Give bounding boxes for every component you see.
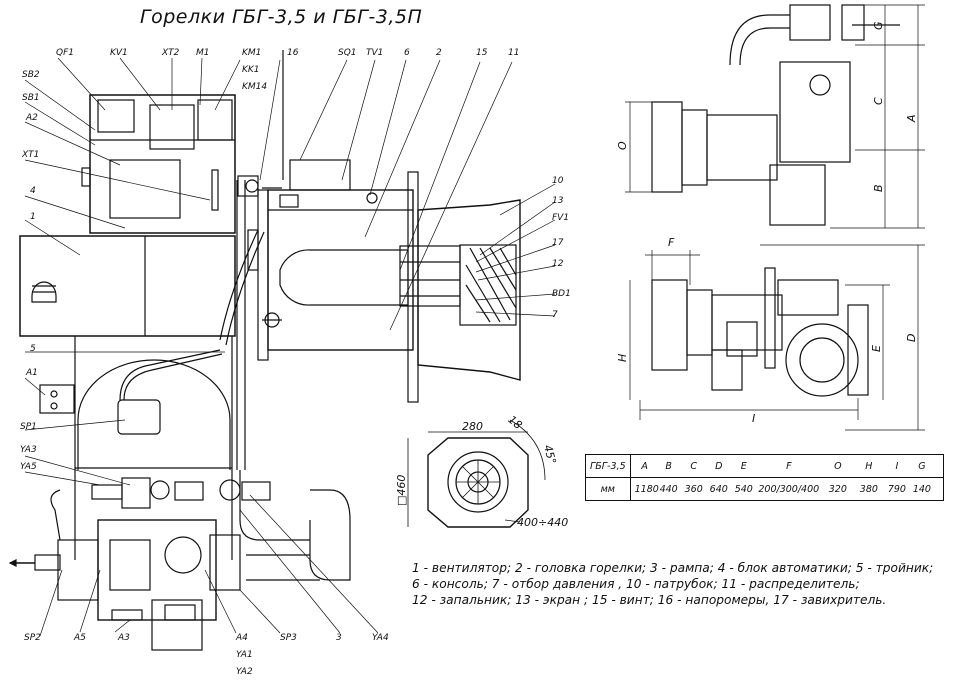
- label-qf1: QF1: [56, 48, 74, 58]
- legend-line: 6 - консоль; 7 - отбор давления , 10 - п…: [412, 577, 860, 591]
- label-km14: KM14: [242, 82, 268, 92]
- top-view-box: [779, 61, 851, 163]
- label-11: 11: [508, 48, 520, 58]
- table-model: ГБГ-3,5: [585, 454, 631, 478]
- nozzle-10: [417, 199, 521, 381]
- dim-a: A: [905, 114, 918, 122]
- label-a1: A1: [26, 368, 38, 378]
- label-10: 10: [552, 176, 564, 186]
- letter-e: E: [740, 460, 747, 472]
- label-bd1: BD1: [552, 289, 571, 299]
- table-values-cell: 1180 440 360 640 540 200/300/400 320 380…: [629, 477, 944, 501]
- label-5: 5: [30, 344, 36, 354]
- label-17: 17: [552, 238, 564, 248]
- value-e: 540: [734, 483, 753, 495]
- letter-a: A: [641, 460, 648, 472]
- label-3: 3: [336, 633, 342, 643]
- dim-280: 280: [462, 420, 483, 433]
- parts-legend: 1 - вентилятор; 2 - головка горелки; 3 -…: [412, 560, 933, 608]
- letter-h: H: [865, 460, 873, 472]
- label-sp1: SP1: [20, 422, 37, 432]
- label-kv1: KV1: [110, 48, 128, 58]
- dim-b: B: [872, 184, 885, 192]
- table-row-letters: ГБГ-3,5 A B C D E F O H I G: [585, 454, 944, 478]
- label-4: 4: [30, 186, 36, 196]
- flange-front: [427, 437, 529, 528]
- dim-d: D: [905, 333, 918, 342]
- value-d: 640: [709, 483, 728, 495]
- label-sb2: SB2: [22, 70, 40, 80]
- label-ya5: YA5: [20, 462, 37, 472]
- dim-400-440: 400÷440: [517, 516, 569, 529]
- label-ya4: YA4: [372, 633, 389, 643]
- value-i: 790: [887, 483, 906, 495]
- label-tv1: TV1: [366, 48, 384, 58]
- burner-tube: [267, 189, 414, 351]
- label-15: 15: [476, 48, 488, 58]
- value-f: 200/300/400: [758, 483, 820, 495]
- table-letters-cell: A B C D E F O H I G: [629, 454, 944, 478]
- label-sp2: SP2: [24, 633, 41, 643]
- letter-f: F: [786, 460, 792, 472]
- label-12: 12: [552, 259, 564, 269]
- table-row-values: мм 1180 440 360 640 540 200/300/400 320 …: [585, 477, 944, 501]
- legend-line: 12 - запальник; 13 - экран ; 15 - винт; …: [412, 593, 887, 607]
- label-a5: A5: [74, 633, 86, 643]
- label-km1: KM1: [242, 48, 262, 58]
- label-a3: A3: [118, 633, 130, 643]
- label-xt1: XT1: [22, 150, 40, 160]
- label-sb1: SB1: [22, 93, 40, 103]
- label-kk1: KK1: [242, 65, 260, 75]
- label-ya2: YA2: [236, 667, 253, 677]
- dim-h: H: [616, 353, 629, 362]
- label-2: 2: [436, 48, 442, 58]
- letter-d: D: [715, 460, 723, 472]
- letter-b: B: [665, 460, 672, 472]
- value-o: 320: [828, 483, 847, 495]
- label-ya3: YA3: [20, 445, 37, 455]
- dim-c: C: [872, 97, 885, 105]
- value-g: 140: [912, 483, 931, 495]
- letter-o: O: [834, 460, 842, 472]
- dim-g: G: [872, 21, 885, 30]
- value-a: 1180: [634, 483, 659, 495]
- value-h: 380: [859, 483, 878, 495]
- control-box: [89, 94, 236, 234]
- label-sq1: SQ1: [338, 48, 357, 58]
- label-m1: M1: [196, 48, 210, 58]
- ramp-pipe: [239, 470, 310, 541]
- letter-i: I: [895, 460, 899, 472]
- drawing-title: Горелки ГБГ-3,5 и ГБГ-3,5П: [140, 6, 423, 28]
- table-unit: мм: [585, 477, 631, 501]
- dim-i: I: [752, 412, 756, 425]
- label-xt2: XT2: [162, 48, 180, 58]
- label-a2: A2: [26, 113, 38, 123]
- letter-g: G: [918, 460, 926, 472]
- sp1-dome: [77, 359, 231, 470]
- dim-f: F: [668, 236, 675, 249]
- label-1: 1: [30, 212, 36, 222]
- value-b: 440: [659, 483, 678, 495]
- label-7: 7: [552, 310, 558, 320]
- letter-c: C: [690, 460, 698, 472]
- bottom-view-box: [651, 279, 688, 371]
- label-a4: A4: [236, 633, 248, 643]
- dimension-table: ГБГ-3,5 A B C D E F O H I G мм 1180 440 …: [585, 454, 944, 501]
- label-13: 13: [552, 196, 564, 206]
- value-c: 360: [684, 483, 703, 495]
- legend-line: 1 - вентилятор; 2 - головка горелки; 3 -…: [412, 561, 934, 575]
- dim-e: E: [870, 345, 883, 352]
- label-ya1: YA1: [236, 650, 253, 660]
- label-fv1: FV1: [552, 213, 570, 223]
- label-6: 6: [404, 48, 410, 58]
- label-sp3: SP3: [280, 633, 297, 643]
- dim-o: O: [616, 141, 629, 150]
- dim-460: □460: [395, 474, 408, 506]
- label-16: 16: [287, 48, 299, 58]
